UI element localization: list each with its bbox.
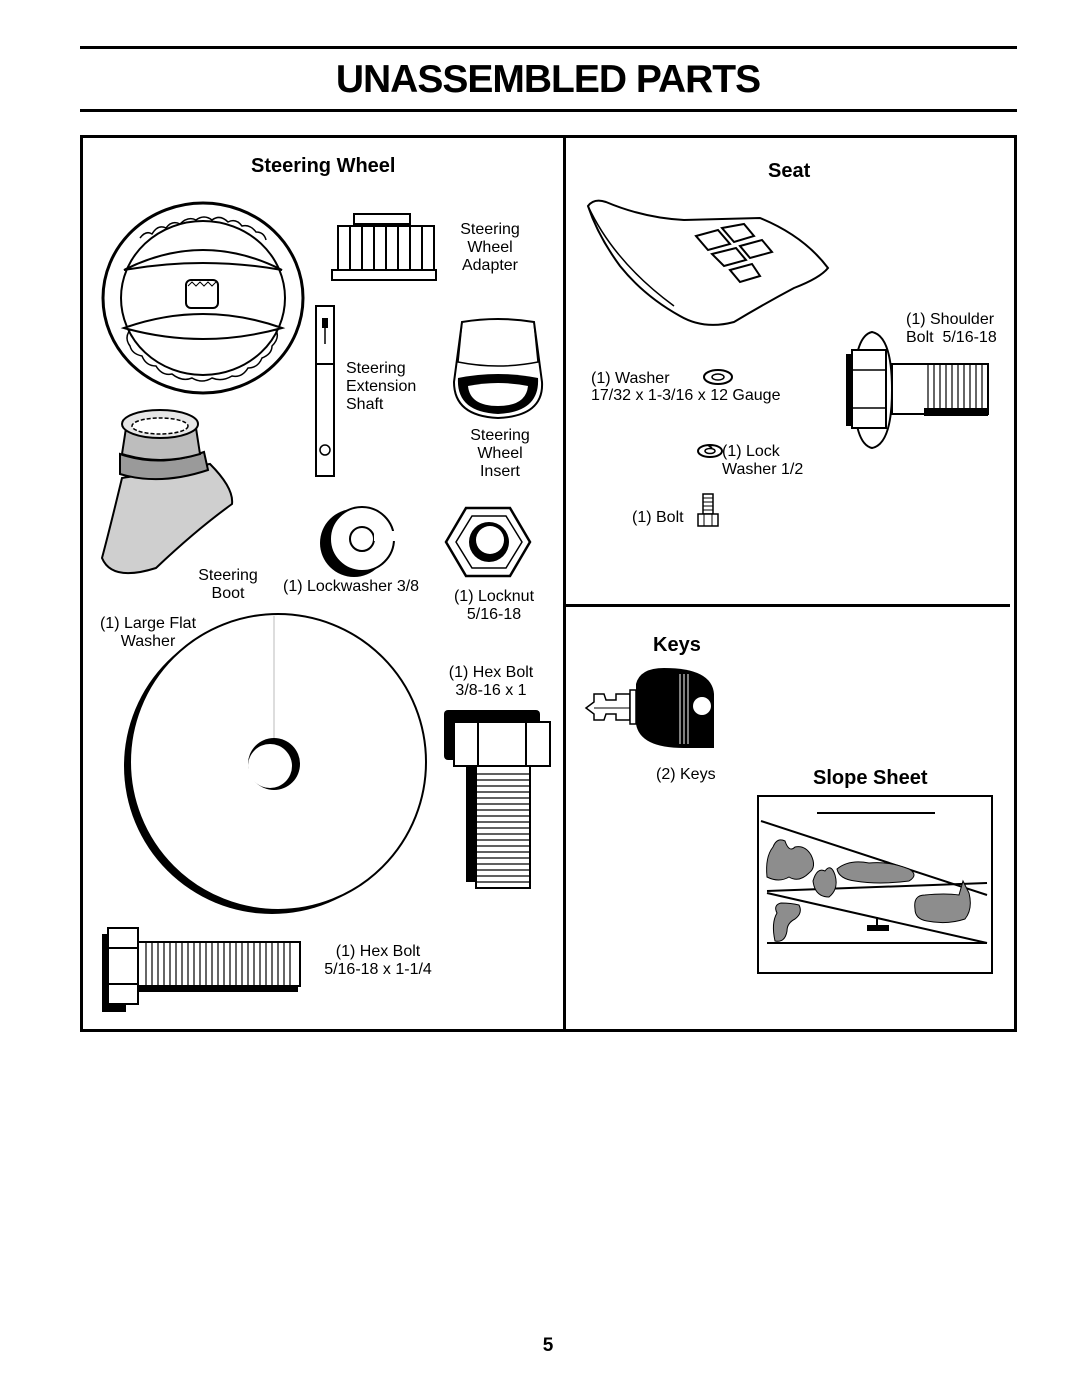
- keys-label: (2) Keys: [656, 766, 716, 783]
- hex-bolt-2-label: (1) Hex Bolt 5/16-18 x 1-1/4: [324, 943, 432, 978]
- bolt-icon: [697, 493, 719, 527]
- lock-washer-icon: [697, 444, 723, 458]
- lockwasher-icon: [320, 506, 396, 577]
- column-divider: [563, 135, 566, 1032]
- washer-icon: [703, 369, 733, 385]
- lock-washer-label: (1) Lock Washer 1/2: [722, 443, 804, 478]
- washer-spec: 17/32 x 1-3/16 x 12 Gauge: [591, 387, 781, 404]
- keys-heading: Keys: [653, 634, 701, 656]
- seat-heading: Seat: [768, 160, 811, 182]
- lockwasher-label: (1) Lockwasher 3/8: [283, 578, 420, 595]
- seat-icon: [586, 199, 830, 326]
- bolt-label: (1) Bolt: [632, 509, 684, 526]
- shaft-label: Steering Extension Shaft: [346, 360, 417, 413]
- locknut-label: (1) Locknut 5/16-18: [453, 588, 535, 623]
- long-hex-bolt-icon: [102, 927, 301, 1012]
- steering-wheel-icon: [101, 201, 305, 395]
- parts-frame: [80, 135, 1017, 1032]
- shoulder-bolt-icon: [846, 330, 989, 450]
- insert-label: Steering Wheel Insert: [470, 427, 530, 480]
- page-title: UNASSEMBLED PARTS: [335, 58, 761, 101]
- adapter-label: Steering Wheel Adapter: [460, 221, 520, 274]
- washer-label: (1) Washer: [591, 370, 670, 387]
- wheel-adapter-icon: [331, 213, 437, 281]
- hex-bolt-icon: [444, 710, 551, 889]
- extension-shaft-icon: [315, 305, 335, 477]
- slope-sheet-heading: Slope Sheet: [813, 767, 928, 789]
- title-top-rule: [80, 46, 1017, 49]
- shoulder-bolt-label: (1) Shoulder Bolt 5/16-18: [906, 311, 997, 346]
- flat-washer-icon: [124, 613, 427, 914]
- key-icon: [584, 668, 714, 748]
- wheel-insert-icon: [452, 318, 544, 420]
- hex-bolt-1-label: (1) Hex Bolt 3/8-16 x 1: [448, 664, 534, 699]
- steering-boot-icon: [100, 409, 234, 575]
- page-number: 5: [542, 1335, 554, 1356]
- boot-label: Steering Boot: [198, 567, 258, 602]
- slope-sheet-illustration: [760, 812, 988, 944]
- slope-sheet-panel: [757, 795, 993, 974]
- steering-wheel-heading: Steering Wheel: [251, 155, 396, 177]
- seat-keys-divider: [566, 604, 1010, 607]
- flat-washer-label: (1) Large Flat Washer: [99, 615, 197, 650]
- title-bottom-rule: [80, 109, 1017, 112]
- locknut-icon: [444, 506, 532, 578]
